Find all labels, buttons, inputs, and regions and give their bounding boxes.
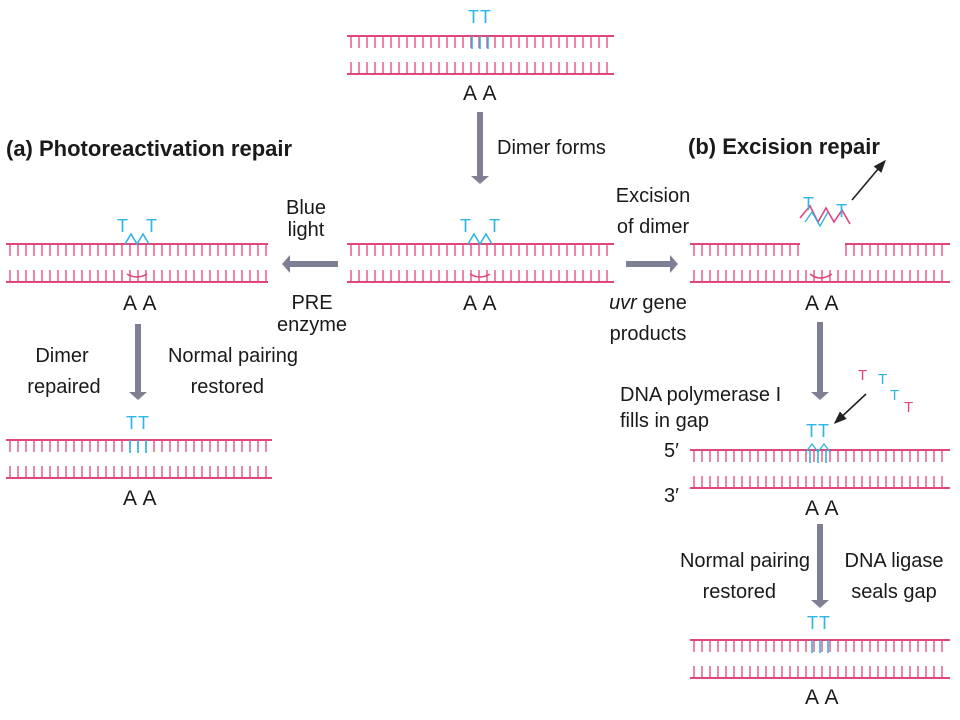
duplex-top [347, 35, 614, 75]
label-five-prime: 5′ [664, 440, 679, 462]
adenine-pair-middle: A A [463, 292, 498, 315]
label-repaired: repaired [27, 376, 101, 398]
excised-thymine-left: T [803, 194, 814, 214]
dimer-a-kink [126, 273, 148, 278]
label-fills-in-gap: fills in gap [620, 410, 709, 432]
uvr-italic: uvr [609, 292, 637, 314]
excised-thymine-right: T [836, 201, 847, 221]
dimer-middle [467, 232, 493, 246]
thymine-pair-a-repaired: TT [126, 413, 150, 433]
arrow-excision-head [670, 255, 678, 273]
label-normal-pairing-b: Normal pairing [679, 550, 810, 572]
arrow-dimer-forms-head [471, 176, 489, 184]
free-nucleotide-2: T [878, 371, 888, 388]
thymine-pair-filled: TT [806, 421, 830, 441]
arrow-dimer-repaired [129, 324, 147, 400]
label-normal-pairing-a: Normal pairing [167, 345, 298, 367]
label-pre: PRE [291, 292, 333, 314]
duplex-a [6, 243, 268, 283]
arrow-dimer-repaired-head [129, 392, 147, 400]
label-restored-a: restored [190, 376, 264, 398]
label-dna-polymerase: DNA polymerase I [620, 384, 782, 406]
arrow-dimer-removed [851, 159, 886, 201]
dimer-a [124, 232, 150, 246]
adenine-pair-a: A A [123, 292, 158, 315]
adenine-pair-b: A A [805, 292, 840, 315]
label-uvr-gene: uvr gene [592, 292, 704, 315]
dimer-middle-kink [469, 273, 491, 278]
heading-photoreactivation: (a) Photoreactivation repair [6, 136, 293, 161]
thymine-pair-final: TT [807, 613, 831, 633]
arrow-dna-polymerase [811, 322, 829, 400]
arrow-photoreactivation-head [282, 255, 290, 273]
free-nucleotide-1: T [858, 367, 868, 384]
arrow-nucleotides-in [833, 393, 867, 425]
label-excision: Excision [615, 185, 691, 207]
thymine-right-middle: T [489, 216, 500, 236]
duplex-a-repaired [6, 439, 272, 479]
free-nucleotide-4: T [904, 399, 914, 416]
adenine-pair-a-repaired: A A [123, 487, 158, 510]
arrow-dna-polymerase-head [811, 392, 829, 400]
arrow-ligase-head [811, 600, 829, 608]
arrow-nucleotides-in-head [833, 411, 847, 425]
label-dna-ligase: DNA ligase [844, 550, 944, 572]
label-dimer: Dimer [35, 345, 89, 367]
duplex-b-excised [690, 243, 950, 283]
label-gene-products: products [609, 323, 687, 345]
excised-dimer-bond [804, 210, 829, 228]
arrow-photoreactivation [282, 255, 338, 273]
adenine-pair-filled: A A [805, 497, 840, 520]
thymine-right-a: T [146, 216, 157, 236]
thymine-pair-top: TT [468, 7, 492, 27]
thymine-left-a: T [117, 216, 128, 236]
dna-duplexes [6, 35, 950, 679]
arrow-excision [626, 255, 678, 273]
free-nucleotide-3: T [890, 387, 900, 404]
duplex-b-filled [690, 449, 950, 489]
label-dimer-forms: Dimer forms [497, 137, 606, 159]
label-enzyme: enzyme [276, 314, 348, 336]
arrow-dimer-removed-head [873, 159, 886, 173]
adenine-pair-top: A A [463, 82, 498, 105]
label-of-dimer: of dimer [616, 216, 690, 238]
filled-gap-mark [805, 442, 831, 454]
label-three-prime: 3′ [664, 485, 679, 507]
label-light: light [287, 219, 325, 241]
process-arrows [129, 112, 886, 608]
arrow-ligase [811, 524, 829, 608]
label-restored-b: restored [702, 581, 776, 603]
excision-kink [809, 273, 833, 279]
thymine-left-middle: T [460, 216, 471, 236]
excised-fragment [799, 204, 851, 225]
heading-excision: (b) Excision repair [688, 134, 880, 159]
label-seals-gap: seals gap [851, 581, 937, 603]
dimer-marks [124, 36, 851, 653]
uvr-rest: gene [636, 292, 687, 314]
arrow-dimer-forms [471, 112, 489, 184]
label-blue: Blue [285, 197, 327, 219]
duplex-middle [347, 243, 614, 283]
adenine-pair-final: A A [805, 686, 840, 709]
